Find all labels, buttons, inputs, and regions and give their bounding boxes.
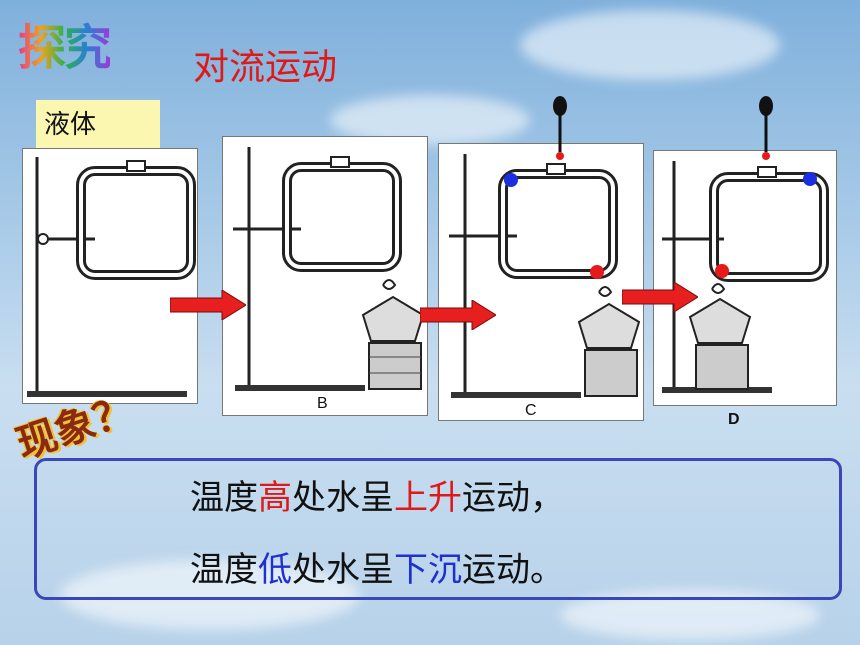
stand-apparatus-image: [27, 157, 196, 397]
blue-dot: [504, 173, 518, 187]
cloud: [520, 10, 780, 80]
red-dot: [715, 264, 729, 278]
text: 运动，: [462, 478, 564, 518]
highlight-low: 低: [258, 550, 292, 590]
conclusion-line-1: 温度高处水呈上升运动，: [190, 470, 564, 519]
slide-title: 对流运动: [193, 47, 338, 88]
blue-dot: [803, 172, 817, 186]
right-arrow-icon: [170, 290, 246, 320]
diagram-panel-c: C: [438, 143, 644, 421]
liquid-tag: 液体: [36, 100, 160, 150]
text: 处水呈: [292, 478, 394, 518]
highlight-high: 高: [258, 478, 292, 518]
panel-label-b: B: [317, 395, 328, 412]
conclusion-box: [34, 458, 842, 600]
right-arrow-icon: [420, 300, 496, 330]
panel-label-d: D: [728, 411, 740, 428]
highlight-sink: 下沉: [394, 550, 462, 590]
red-dot: [590, 265, 604, 279]
text: 温度: [190, 478, 258, 518]
highlight-rise: 上升: [394, 478, 462, 518]
stand-burner-apparatus-image: [233, 147, 425, 391]
conclusion-line-2: 温度低处水呈下沉运动。: [190, 542, 564, 591]
stand-burner-dots-image: [449, 154, 641, 398]
thermometer-icon: [759, 96, 773, 160]
cloud: [60, 560, 360, 630]
text: 运动。: [462, 550, 564, 590]
diagram-panel-a: [22, 148, 198, 404]
stand-burner-dots-image: [662, 161, 829, 393]
right-arrow-icon: [622, 282, 698, 312]
text: 温度: [190, 550, 258, 590]
explore-banner: 探究: [18, 8, 112, 78]
text: 处水呈: [292, 550, 394, 590]
thermometer-icon: [553, 96, 567, 160]
diagram-panel-b: B: [222, 136, 428, 416]
panel-label-c: C: [525, 402, 537, 419]
diagram-panel-d: D: [653, 150, 837, 428]
